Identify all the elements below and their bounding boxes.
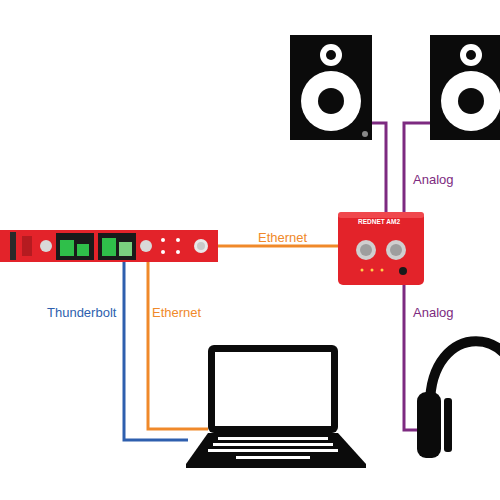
rednet-am2-symbol [338, 212, 424, 285]
cable-label: Analog [413, 305, 453, 320]
headphones-symbol [417, 341, 500, 458]
speaker-node [430, 35, 500, 140]
cable-connector [124, 262, 188, 440]
rack-interface-symbol [0, 230, 218, 262]
laptop-node [186, 345, 366, 468]
cable-label: Ethernet [152, 305, 201, 320]
speaker-symbol [290, 35, 372, 140]
speaker-symbol [430, 35, 500, 140]
rednet-node: REDNET AM2 [338, 212, 424, 285]
laptop-symbol [186, 345, 366, 468]
device-label: REDNET AM2 [358, 218, 400, 225]
cable-label: Ethernet [258, 230, 307, 245]
cable-connector [372, 123, 386, 212]
speaker-node [290, 35, 372, 140]
cable-connector [404, 123, 430, 212]
cable-label: Thunderbolt [47, 305, 116, 320]
interface-node [0, 230, 218, 262]
cable-label: Analog [413, 172, 453, 187]
cable-connector [148, 262, 208, 429]
headphones-node [417, 335, 500, 460]
